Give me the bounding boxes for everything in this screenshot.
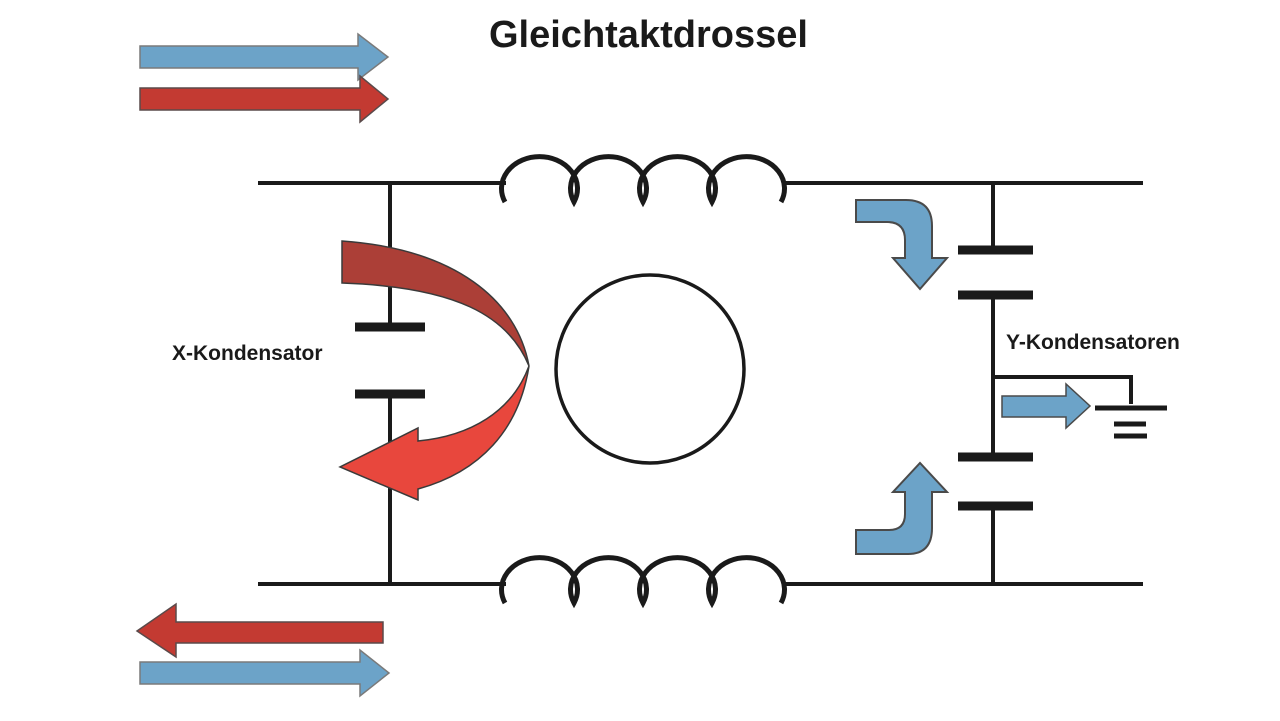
choke-core-circle xyxy=(554,273,746,465)
differential-current-ribbon-arrowhead-icon xyxy=(338,365,530,502)
top-inductor-coil-icon xyxy=(499,154,787,208)
return-differential-arrow-icon xyxy=(135,602,384,659)
to-ground-arrow-icon xyxy=(1001,382,1092,430)
differential-current-ribbon-dark-icon xyxy=(341,240,530,367)
input-differential-arrow-icon xyxy=(139,74,390,124)
ground-branch-wire xyxy=(993,375,1133,404)
common-mode-current-down-arrow-icon xyxy=(855,199,950,291)
y-capacitors-label: Y-Kondensatoren xyxy=(1006,331,1180,354)
bottom-inductor-coil-icon xyxy=(499,555,787,609)
common-mode-current-up-arrow-icon xyxy=(855,461,950,555)
wire-group xyxy=(258,154,1167,609)
diagram-title: Gleichtaktdrossel xyxy=(489,14,808,56)
output-common-mode-arrow-icon xyxy=(139,648,391,698)
x-capacitor-label: X-Kondensator xyxy=(172,342,323,365)
input-common-mode-arrow-icon xyxy=(139,32,390,82)
